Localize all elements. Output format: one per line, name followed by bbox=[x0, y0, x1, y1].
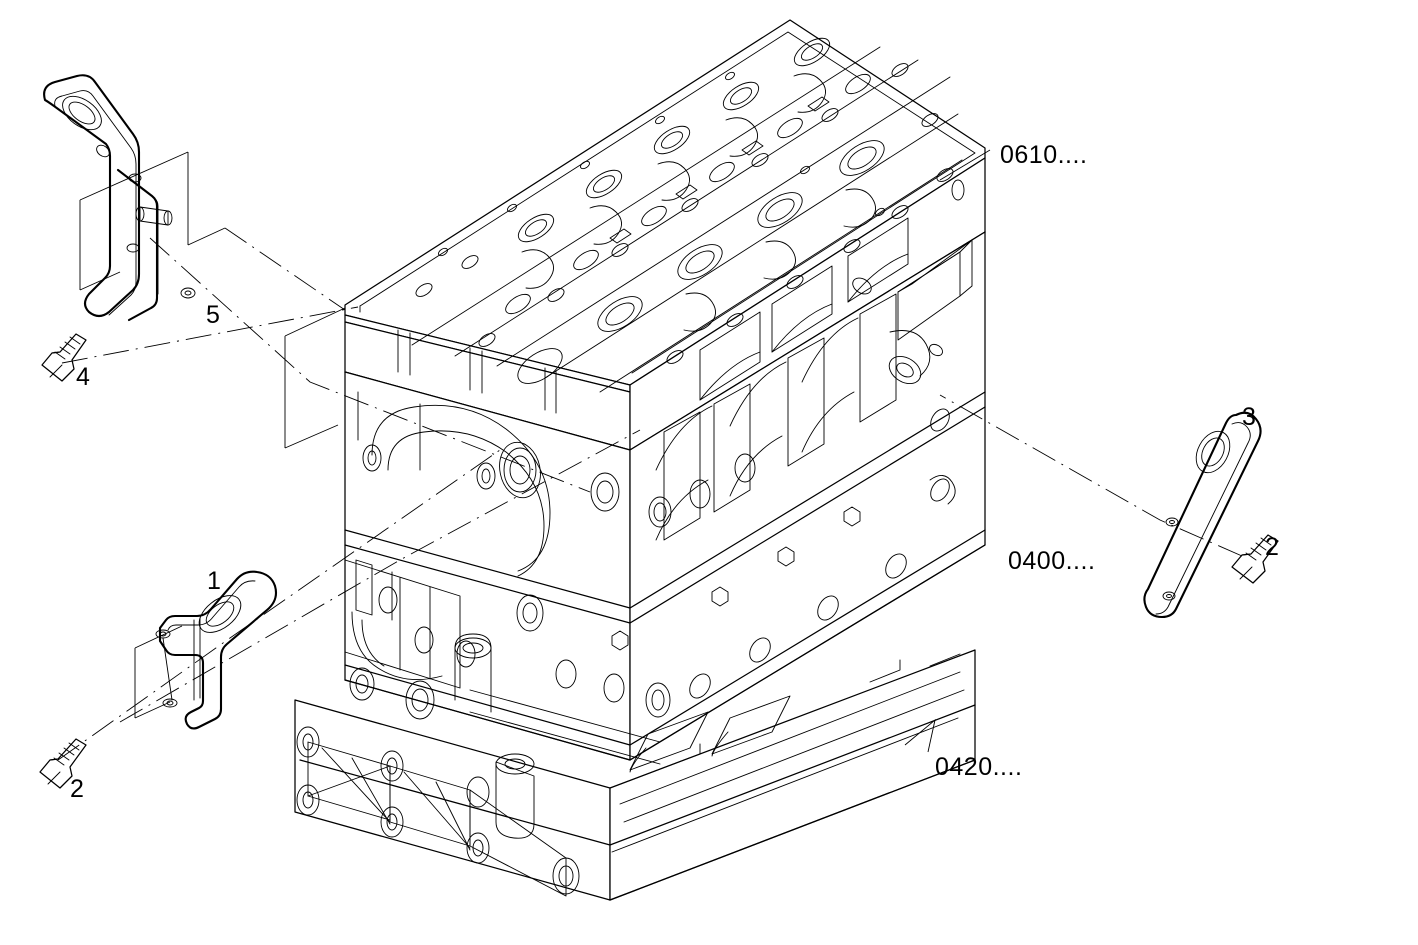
oil-pan-assembly bbox=[294, 649, 976, 901]
part-2-bolt-right bbox=[1231, 534, 1279, 584]
callout-part-1: 1 bbox=[207, 567, 221, 595]
crankcase-assembly bbox=[344, 231, 986, 765]
part-1-lifting-bracket-lower bbox=[155, 570, 278, 730]
leader-part-2-left bbox=[119, 429, 641, 723]
callout-part-2-right: 2 bbox=[1265, 533, 1279, 561]
leader-part-5 bbox=[149, 237, 591, 493]
projection-box-part-1 bbox=[134, 625, 183, 719]
group-label-0400: 0400.... bbox=[1008, 547, 1096, 575]
callout-part-3: 3 bbox=[1242, 403, 1256, 431]
projection-box-part-5 bbox=[79, 151, 226, 291]
leader-group-0420-tick bbox=[904, 718, 936, 753]
group-label-0420: 0420.... bbox=[935, 753, 1023, 781]
leader-part-3 bbox=[939, 394, 1243, 557]
leader-part-1 bbox=[57, 449, 501, 761]
callout-part-5: 5 bbox=[206, 301, 220, 329]
projection-box-engine-front bbox=[284, 307, 346, 449]
callout-part-2-left: 2 bbox=[70, 775, 84, 803]
leader-group-0610 bbox=[939, 149, 991, 181]
part-4-bolt bbox=[41, 333, 87, 382]
group-label-0610: 0610.... bbox=[1000, 141, 1088, 169]
leader-part-5-b bbox=[224, 227, 346, 311]
leader-part-4 bbox=[61, 306, 359, 364]
part-5-lifting-bracket-upper bbox=[43, 74, 196, 322]
part-2-bolt-left bbox=[39, 738, 87, 789]
part-3-lifting-bracket-rear bbox=[1143, 411, 1262, 619]
cylinder-head-assembly bbox=[344, 19, 986, 451]
callout-part-4: 4 bbox=[76, 363, 90, 391]
